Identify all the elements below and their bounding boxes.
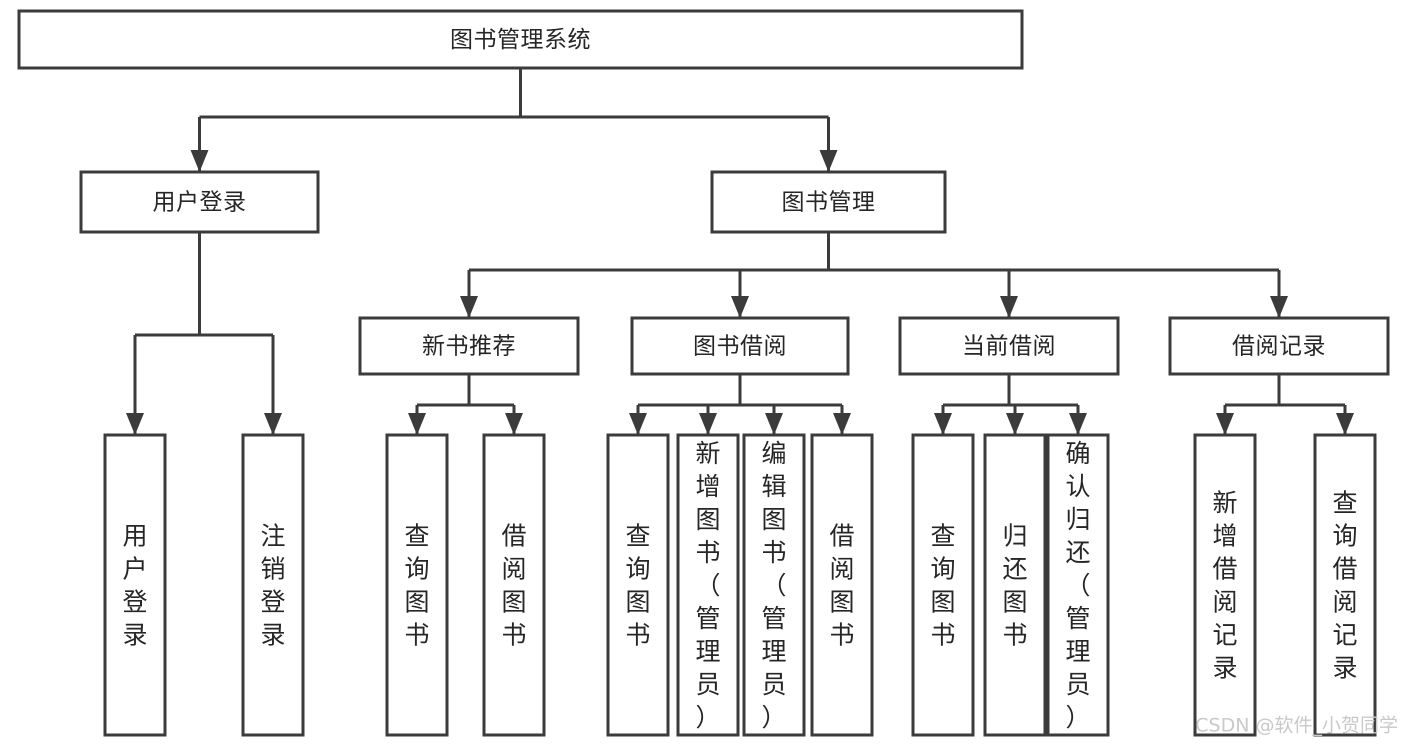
node-borrow-records-box	[1168, 316, 1390, 376]
leaf-add-record[interactable]: 新增借阅记录	[1193, 433, 1257, 737]
leaf-query-book-1-box	[385, 433, 449, 737]
leaf-borrow-book-1[interactable]: 借阅图书	[482, 433, 546, 737]
leaf-user-login-box	[103, 433, 167, 737]
node-new-book-recommend-box	[358, 316, 580, 376]
node-book-management[interactable]: 图书管理	[710, 170, 947, 234]
arrow-head-icon	[190, 150, 209, 172]
leaf-return-book-box	[983, 433, 1047, 737]
node-book-borrow-box	[630, 316, 850, 376]
connector-layer	[126, 68, 1354, 435]
leaf-query-book-3[interactable]: 查询图书	[911, 433, 975, 737]
arrow-head-icon	[505, 413, 523, 435]
leaf-query-book-1-label: 查询图书	[404, 522, 429, 650]
arrow-head-icon	[629, 413, 647, 435]
arrow-head-icon	[934, 413, 952, 435]
leaf-logout[interactable]: 注销登录	[241, 433, 305, 737]
node-book-management-label: 图书管理	[782, 190, 876, 216]
node-book-borrow-label: 图书借阅	[693, 334, 787, 360]
leaf-borrow-book-2[interactable]: 借阅图书	[810, 433, 874, 737]
arrow-head-icon	[833, 413, 851, 435]
node-borrow-records[interactable]: 借阅记录	[1168, 316, 1390, 376]
leaf-user-login-label: 用户登录	[122, 522, 147, 650]
arrow-head-icon	[1000, 296, 1018, 318]
leaf-return-book[interactable]: 归还图书	[983, 433, 1047, 737]
leaf-query-book-3-box	[911, 433, 975, 737]
node-new-book-recommend[interactable]: 新书推荐	[358, 316, 580, 376]
node-book-borrow[interactable]: 图书借阅	[630, 316, 850, 376]
leaf-query-record[interactable]: 查询借阅记录	[1313, 433, 1377, 737]
leaf-borrow-book-2-box	[810, 433, 874, 737]
leaf-add-record-box	[1193, 433, 1257, 737]
arrow-head-icon	[819, 150, 838, 172]
leaf-edit-book-label: 编辑图书（管理员）	[761, 439, 786, 732]
leaf-add-book-box	[676, 433, 740, 737]
arrow-head-icon	[731, 296, 749, 318]
node-layer: 图书管理系统用户登录图书管理新书推荐图书借阅当前借阅借阅记录用户登录注销登录查询…	[17, 9, 1390, 737]
leaf-edit-book[interactable]: 编辑图书（管理员）	[742, 433, 806, 737]
node-current-borrow[interactable]: 当前借阅	[898, 316, 1120, 376]
node-borrow-records-label: 借阅记录	[1232, 334, 1326, 360]
leaf-query-book-3-label: 查询图书	[930, 522, 955, 650]
leaf-borrow-book-2-label: 借阅图书	[829, 522, 854, 650]
leaf-confirm-return[interactable]: 确认归还（管理员）	[1046, 433, 1110, 737]
leaf-query-book-2-box	[606, 433, 670, 737]
leaf-borrow-book-1-label: 借阅图书	[501, 522, 526, 650]
arrow-head-icon	[1270, 296, 1288, 318]
arrow-head-icon	[264, 413, 282, 435]
leaf-query-book-2[interactable]: 查询图书	[606, 433, 670, 737]
leaf-query-book-2-label: 查询图书	[625, 522, 650, 650]
leaf-query-record-box	[1313, 433, 1377, 737]
node-new-book-recommend-label: 新书推荐	[422, 334, 516, 360]
node-current-borrow-label: 当前借阅	[962, 334, 1056, 360]
leaf-edit-book-box	[742, 433, 806, 737]
leaf-borrow-book-1-box	[482, 433, 546, 737]
arrow-head-icon	[699, 413, 717, 435]
node-root[interactable]: 图书管理系统	[17, 9, 1024, 70]
node-root-label: 图书管理系统	[450, 27, 591, 53]
arrow-head-icon	[1069, 413, 1087, 435]
leaf-query-record-label: 查询借阅记录	[1332, 489, 1357, 683]
arrow-head-icon	[1006, 413, 1024, 435]
node-book-management-box	[710, 170, 947, 234]
leaf-confirm-return-label: 确认归还（管理员）	[1065, 439, 1090, 732]
arrow-head-icon	[408, 413, 426, 435]
node-current-borrow-box	[898, 316, 1120, 376]
leaf-return-book-label: 归还图书	[1002, 522, 1027, 650]
node-root-box	[17, 9, 1024, 70]
arrow-head-icon	[1336, 413, 1354, 435]
leaf-logout-box	[241, 433, 305, 737]
leaf-add-book[interactable]: 新增图书（管理员）	[676, 433, 740, 737]
node-user-login[interactable]: 用户登录	[79, 170, 320, 234]
arrow-head-icon	[126, 413, 144, 435]
leaf-add-book-label: 新增图书（管理员）	[695, 439, 720, 732]
arrow-head-icon	[1216, 413, 1234, 435]
leaf-query-book-1[interactable]: 查询图书	[385, 433, 449, 737]
csdn-watermark: CSDN @软件_小贺同学	[1195, 715, 1398, 737]
leaf-confirm-return-box	[1046, 433, 1110, 737]
leaf-logout-label: 注销登录	[260, 522, 285, 650]
node-user-login-box	[79, 170, 320, 234]
leaf-user-login[interactable]: 用户登录	[103, 433, 167, 737]
arrow-head-icon	[765, 413, 783, 435]
node-user-login-label: 用户登录	[153, 190, 247, 216]
arrow-head-icon	[460, 296, 478, 318]
leaf-add-record-label: 新增借阅记录	[1212, 489, 1237, 683]
